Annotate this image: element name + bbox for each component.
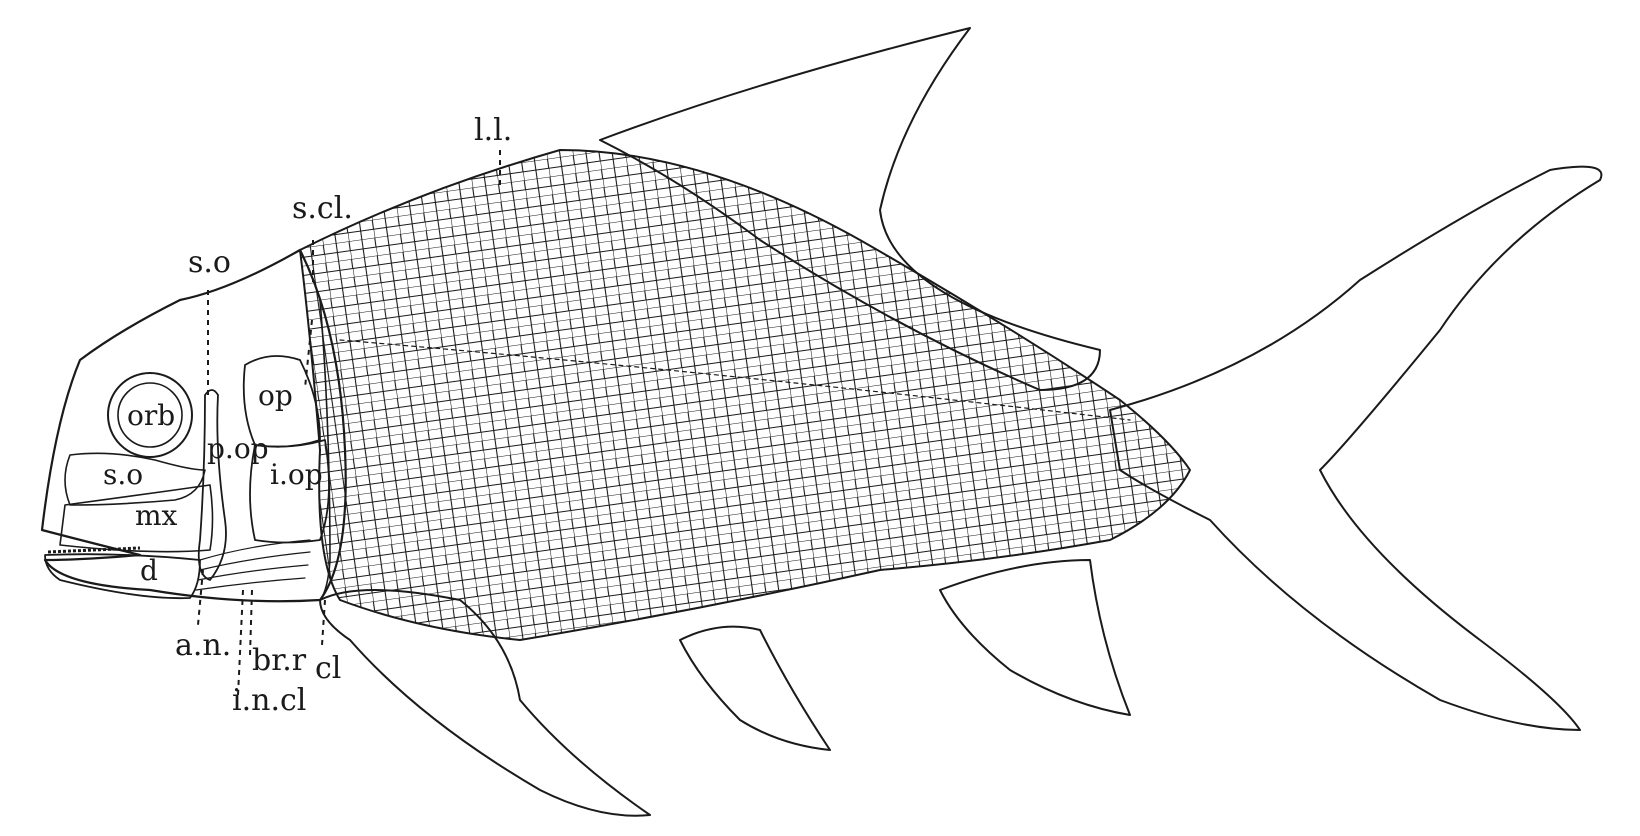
label-branchiostegal-rays: br.r (252, 643, 307, 678)
pelvic-fin (679, 625, 831, 751)
label-angular: a.n. (175, 628, 231, 663)
label-opercle: op (258, 379, 293, 412)
fish-body (299, 149, 1191, 641)
label-preopercle: p.op (207, 432, 269, 465)
label-lateral-line: l.l. (474, 113, 512, 148)
label-interopercle: i.op (270, 458, 323, 491)
label-dentary: d (140, 554, 158, 587)
label-suborbital-top: s.o (188, 245, 231, 280)
label-cleithrum: cl (315, 651, 341, 686)
label-supracleithrum: s.cl. (292, 191, 353, 226)
label-maxilla: mx (135, 499, 178, 532)
caudal-fin (1109, 165, 1603, 731)
leader-lines (197, 150, 501, 696)
fish-head (40, 248, 347, 603)
label-orbit: orb (127, 399, 175, 432)
label-infracleithrum: i.n.cl (232, 683, 306, 718)
label-suborbital-cheek: s.o (103, 458, 143, 491)
anal-fin (939, 559, 1131, 716)
